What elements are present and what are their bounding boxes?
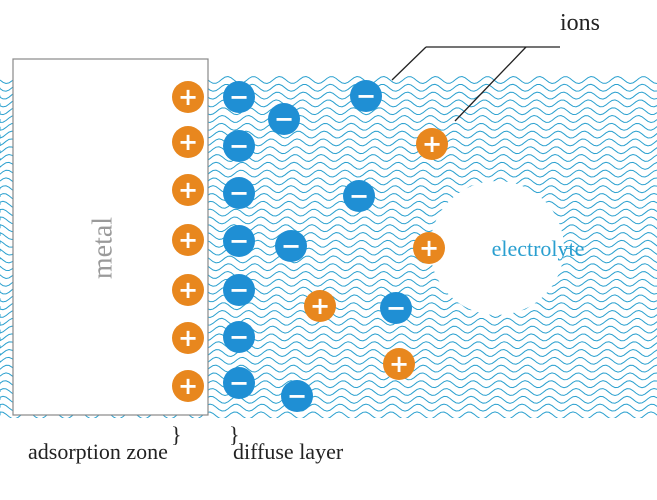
svg-text:−: − — [287, 382, 307, 410]
svg-text:−: − — [281, 232, 301, 260]
minus-circle-icon: − — [380, 292, 412, 324]
svg-text:+: + — [389, 350, 409, 378]
diffuse-layer-brace: } — [229, 422, 240, 447]
minus-circle-icon: − — [343, 180, 375, 212]
plus-circle-icon: + — [172, 126, 204, 158]
minus-circle-icon: − — [223, 321, 255, 353]
plus-circle-icon: + — [172, 81, 204, 113]
ions-label: ions — [560, 10, 600, 36]
svg-text:−: − — [229, 132, 249, 160]
svg-text:+: + — [178, 226, 198, 254]
svg-text:−: − — [229, 83, 249, 111]
svg-text:−: − — [356, 82, 376, 110]
metal-label: metal — [87, 217, 118, 279]
svg-text:−: − — [229, 227, 249, 255]
minus-circle-icon: − — [223, 225, 255, 257]
svg-text:+: + — [419, 234, 439, 262]
svg-text:−: − — [229, 179, 249, 207]
svg-text:+: + — [178, 324, 198, 352]
plus-circle-icon: + — [172, 224, 204, 256]
plus-circle-icon: + — [172, 174, 204, 206]
svg-text:−: − — [229, 369, 249, 397]
plus-circle-icon: + — [413, 232, 445, 264]
ions-group: +++++++++++−−−−−−−−−−−−− — [172, 80, 448, 412]
minus-circle-icon: − — [281, 380, 313, 412]
svg-text:−: − — [386, 294, 406, 322]
svg-text:−: − — [229, 276, 249, 304]
minus-circle-icon: − — [223, 274, 255, 306]
ions-pointer-line-1 — [391, 46, 427, 81]
svg-text:+: + — [310, 292, 330, 320]
svg-text:+: + — [178, 276, 198, 304]
diffuse-layer-label: diffuse layer — [233, 439, 344, 464]
minus-circle-icon: − — [223, 130, 255, 162]
minus-circle-icon: − — [350, 80, 382, 112]
adsorption-zone-brace: } — [171, 422, 182, 447]
minus-circle-icon: − — [223, 367, 255, 399]
plus-circle-icon: + — [172, 322, 204, 354]
svg-text:−: − — [274, 105, 294, 133]
svg-text:+: + — [178, 83, 198, 111]
electrolyte-label: electrolyte — [492, 236, 585, 261]
svg-text:+: + — [178, 176, 198, 204]
plus-circle-icon: + — [172, 274, 204, 306]
svg-text:+: + — [422, 130, 442, 158]
plus-circle-icon: + — [304, 290, 336, 322]
plus-circle-icon: + — [383, 348, 415, 380]
minus-circle-icon: − — [223, 177, 255, 209]
minus-circle-icon: − — [275, 230, 307, 262]
ions-pointer-line-3 — [454, 46, 527, 122]
svg-text:−: − — [229, 323, 249, 351]
minus-circle-icon: − — [223, 81, 255, 113]
svg-text:+: + — [178, 372, 198, 400]
adsorption-zone-label: adsorption zone — [28, 439, 168, 464]
svg-text:−: − — [349, 182, 369, 210]
plus-circle-icon: + — [172, 370, 204, 402]
plus-circle-icon: + — [416, 128, 448, 160]
minus-circle-icon: − — [268, 103, 300, 135]
svg-text:+: + — [178, 128, 198, 156]
